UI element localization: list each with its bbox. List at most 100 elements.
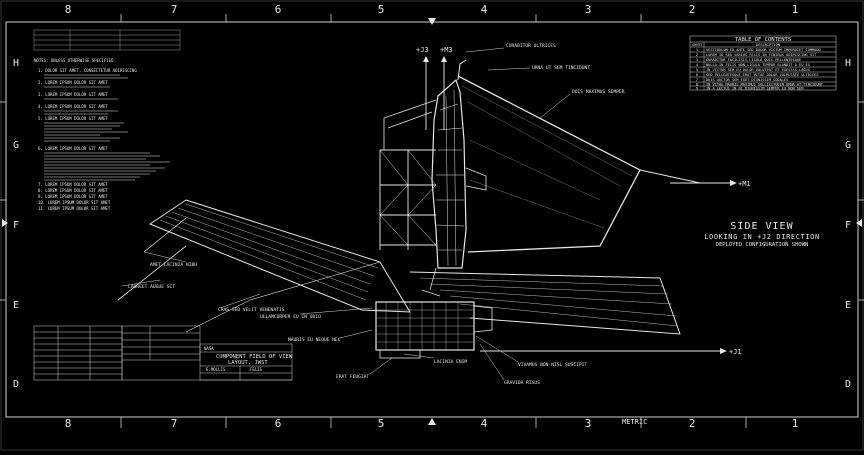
toc-row-desc: DUIS AUCTOR SEM EGET DIGNISSIM SODALES bbox=[706, 78, 788, 82]
toc-row-sheet: 2 bbox=[696, 53, 698, 57]
axis-labels: +J3 +M3 +M1 +J1 bbox=[416, 46, 751, 356]
toc-row-sheet: 4 bbox=[696, 63, 698, 67]
column-ticks bbox=[0, 14, 864, 428]
notes-filler-lines bbox=[44, 74, 170, 181]
title-block-name: COMPONENT FIELD OF VIEW bbox=[216, 354, 293, 360]
axis-arrowheads bbox=[423, 56, 737, 354]
row-g-left: G bbox=[13, 140, 19, 151]
column-labels-top: 8 7 6 5 4 3 2 1 bbox=[65, 3, 799, 16]
axis-j1: +J1 bbox=[729, 348, 742, 356]
note-10: 10. LOREM IPSUM DOLOR SIT AMET bbox=[38, 200, 111, 205]
axis-m1: +M1 bbox=[738, 180, 751, 188]
col-5-bottom: 5 bbox=[378, 417, 385, 430]
callout-erat: ERAT FEUGIAT bbox=[336, 374, 369, 380]
callout-labels: CURABITUR ULTRICES URNA UT SEM TINCIDUNT… bbox=[128, 43, 625, 386]
callout-vivamus: VIVAMUS NON NISL SUSCIPIT bbox=[518, 362, 587, 368]
callout-urna: URNA UT SEM TINCIDUNT bbox=[532, 65, 590, 71]
view-subtitle: LOOKING IN +J2 DIRECTION bbox=[704, 233, 820, 241]
row-d-right: D bbox=[845, 379, 851, 390]
view-caption: DEPLOYED CONFIGURATION SHOWN bbox=[716, 242, 809, 248]
toc-row-desc: IN A LECTUS IN NI DIGNISSIM SEMPER EU NO… bbox=[706, 87, 804, 91]
toc-row-desc: NULLA IN FELIS NON LIGULA TEMPOR BLANDIT… bbox=[706, 63, 811, 67]
callout-amet: AMET LACINIA NIBH bbox=[150, 262, 197, 268]
col-4-bottom: 4 bbox=[481, 417, 488, 430]
view-title: SIDE VIEW bbox=[730, 221, 793, 232]
toc-row-sheet: 3 bbox=[696, 58, 698, 62]
notes-title: NOTES: UNLESS OTHERWISE SPECIFIED bbox=[34, 58, 114, 63]
coordinate-axes bbox=[425, 60, 732, 352]
toc-row-sheet: 8 bbox=[696, 83, 698, 87]
row-labels: H G F E D H G F E D bbox=[13, 58, 851, 390]
title-block-org: NASA bbox=[204, 346, 214, 351]
view-title-block: SIDE VIEW LOOKING IN +J2 DIRECTION DEPLO… bbox=[704, 221, 820, 248]
note-5: 5. LOREM IPSUM DOLOR SIT AMET bbox=[38, 116, 108, 121]
col-8-bottom: 8 bbox=[65, 417, 72, 430]
row-e-right: E bbox=[845, 300, 851, 311]
toc-row-sheet: 6 bbox=[696, 73, 698, 77]
axis-j3: +J3 bbox=[416, 46, 429, 54]
col-8: 8 bbox=[65, 3, 72, 16]
callout-lacinia: LACINIA ENIM bbox=[434, 359, 467, 365]
note-7: 7. LOREM IPSUM DOLOR SIT AMET bbox=[38, 182, 108, 187]
title-block-sub: LAYOUT, JWST bbox=[228, 360, 268, 366]
toc-row-sheet: 7 bbox=[696, 78, 698, 82]
toc-row-desc: IN VICTUM SEM EU DOLOR VOLUTPAT ET EGEST… bbox=[706, 68, 810, 72]
callout-ullamcorper: ULLAMCORPER EU IN ODIO bbox=[260, 314, 321, 320]
row-e-left: E bbox=[13, 300, 19, 311]
table-of-contents: TABLE OF CONTENTS SHEET DESCRIPTION 1 VES… bbox=[689, 35, 837, 91]
callout-gravida: GRAVIDA RISUS bbox=[504, 380, 540, 386]
note-2: 2. LOREM IPSUM DOLOR SIT AMET bbox=[38, 80, 108, 85]
toc-row-sheet: 9 bbox=[696, 87, 698, 91]
toc-row-desc: SED PELLENTESQUE ERAT VITAE DOLOR VULPUT… bbox=[706, 73, 819, 77]
callout-cras: CRAS SED VELIT VENENATIS bbox=[218, 307, 285, 313]
col-7: 7 bbox=[171, 3, 178, 16]
callout-laoreet: LAOREET AUGUE SIT bbox=[128, 284, 175, 290]
note-6: 6. LOREM IPSUM DOLOR SIT AMET bbox=[38, 146, 108, 151]
toc-row-sheet: 5 bbox=[696, 68, 698, 72]
center-markers bbox=[2, 18, 862, 425]
callout-mauris: MAURIS EU NEQUE NEC bbox=[288, 337, 341, 343]
col-5: 5 bbox=[378, 3, 385, 16]
note-9: 9. LOREM IPSUM DOLOR SIT AMET bbox=[38, 194, 108, 199]
axis-m3: +M3 bbox=[440, 46, 453, 54]
notes-block: NOTES: UNLESS OTHERWISE SPECIFIED 1. DOL… bbox=[34, 58, 137, 211]
telescope-structure bbox=[117, 59, 701, 359]
col-7-bottom: 7 bbox=[171, 417, 178, 430]
metric-label: METRIC bbox=[622, 418, 647, 426]
col-6: 6 bbox=[275, 3, 282, 16]
toc-row-desc: IN VITAE MAURIS MAXIMUS SOLLICITUDIN URN… bbox=[706, 83, 824, 87]
callout-leaders bbox=[121, 47, 571, 381]
note-8: 8. LOREM IPSUM DOLOR SIT AMET bbox=[38, 188, 108, 193]
toc-row-desc: LOREM ID SED VARIUS FELIS IN FINIBUS ADI… bbox=[706, 53, 817, 57]
title-block-code2: FELIS bbox=[250, 367, 263, 372]
col-3: 3 bbox=[585, 3, 592, 16]
row-f-right: F bbox=[845, 220, 851, 231]
col-3-bottom: 3 bbox=[585, 417, 592, 430]
note-1: 1. DOLOR SIT AMET, CONSECTETUR ADIPISCIN… bbox=[38, 68, 137, 73]
toc-row-sheet: 1 bbox=[696, 48, 698, 52]
toc-col-sheet: SHEET bbox=[692, 43, 704, 47]
toc-row-desc: CURABITUR FACILISIS LIGULA QUIS PELLENTE… bbox=[706, 58, 801, 62]
callout-curabitur: CURABITUR ULTRICES bbox=[506, 43, 556, 49]
note-11: 11. LOREM IPSUM DOLOR SIT AMET bbox=[38, 206, 111, 211]
title-block-code1: E.MOLLIS bbox=[206, 367, 226, 372]
col-4: 4 bbox=[481, 3, 488, 16]
col-1: 1 bbox=[792, 3, 799, 16]
callout-dois: DOIS MAXIMUS SEMPER bbox=[572, 89, 625, 95]
row-h-left: H bbox=[13, 58, 19, 69]
note-3: 3. LOREM IPSUM DOLOR SIT AMET bbox=[38, 92, 108, 97]
row-g-right: G bbox=[845, 140, 851, 151]
toc-title: TABLE OF CONTENTS bbox=[735, 37, 791, 43]
note-4: 4. LOREM IPSUM DOLOR SIT AMET bbox=[38, 104, 108, 109]
toc-col-desc: DESCRIPTION bbox=[756, 43, 780, 47]
col-2-bottom: 2 bbox=[689, 417, 696, 430]
column-labels-bottom: 8 7 6 5 4 3 2 1 bbox=[65, 417, 799, 430]
row-d-left: D bbox=[13, 379, 19, 390]
title-block: NASA COMPONENT FIELD OF VIEW LAYOUT, JWS… bbox=[33, 325, 293, 381]
header-table bbox=[33, 29, 181, 51]
toc-row-desc: VESTIBULUM ID ANTE SED DOLOR VICTUM IMPE… bbox=[706, 48, 821, 52]
row-f-left: F bbox=[13, 220, 19, 231]
col-6-bottom: 6 bbox=[275, 417, 282, 430]
